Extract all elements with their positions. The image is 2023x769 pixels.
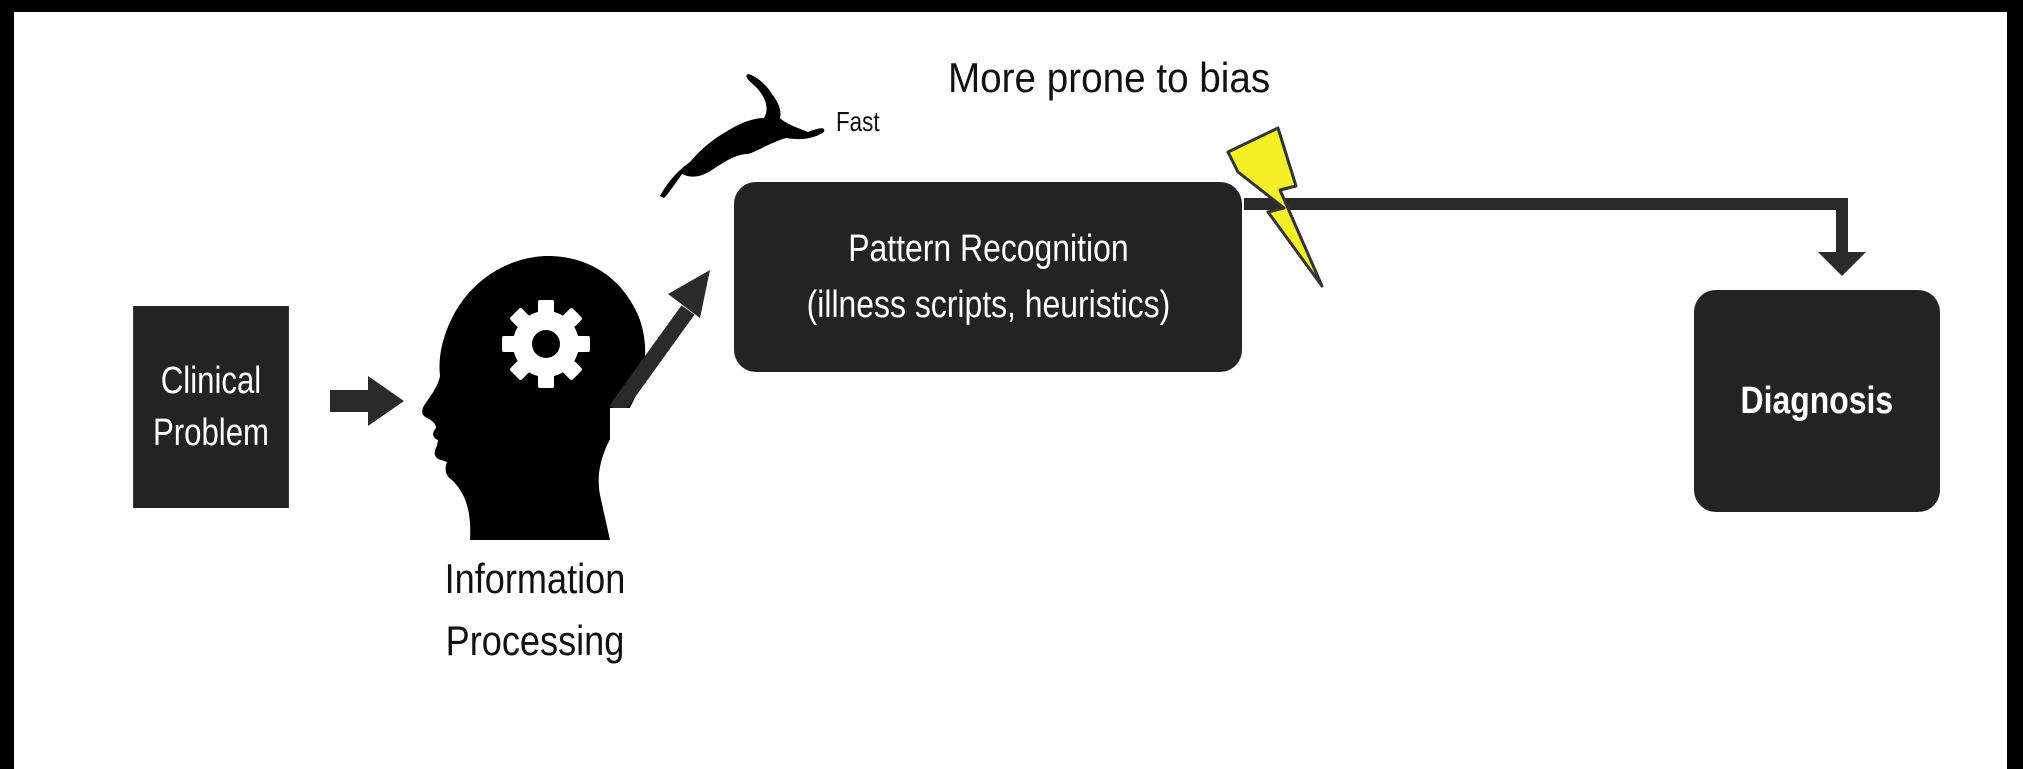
clinical-problem-line2: Problem xyxy=(152,412,270,454)
diagnosis-label: Diagnosis xyxy=(1740,379,1894,422)
pattern-recognition-box: Pattern Recognition (illness scripts, he… xyxy=(734,182,1242,372)
rabbit-icon xyxy=(660,74,825,198)
blank-region xyxy=(1330,222,1436,522)
information-processing-label: Information Processing xyxy=(419,548,651,672)
fast-label: Fast xyxy=(836,106,880,137)
information-processing-line2: Processing xyxy=(445,617,625,664)
information-processing-line1: Information xyxy=(444,555,626,602)
blank-region xyxy=(1446,218,1684,522)
lightning-bolt-icon xyxy=(1226,126,1324,288)
diagnosis-box: Diagnosis xyxy=(1694,290,1940,512)
arrow-pattern-to-diagnosis xyxy=(1244,198,1866,276)
bias-label: More prone to bias xyxy=(948,54,1271,101)
head-gear-icon xyxy=(422,255,646,540)
arrow-head-to-pattern xyxy=(609,270,710,415)
clinical-problem-line1: Clinical xyxy=(160,360,262,402)
pattern-recognition-title: Pattern Recognition xyxy=(847,228,1129,270)
pattern-recognition-subtitle: (illness scripts, heuristics) xyxy=(806,284,1170,326)
clinical-problem-box: Clinical Problem xyxy=(133,306,289,508)
arrow-clinical-to-head xyxy=(330,376,404,426)
blank-region xyxy=(724,392,1334,432)
